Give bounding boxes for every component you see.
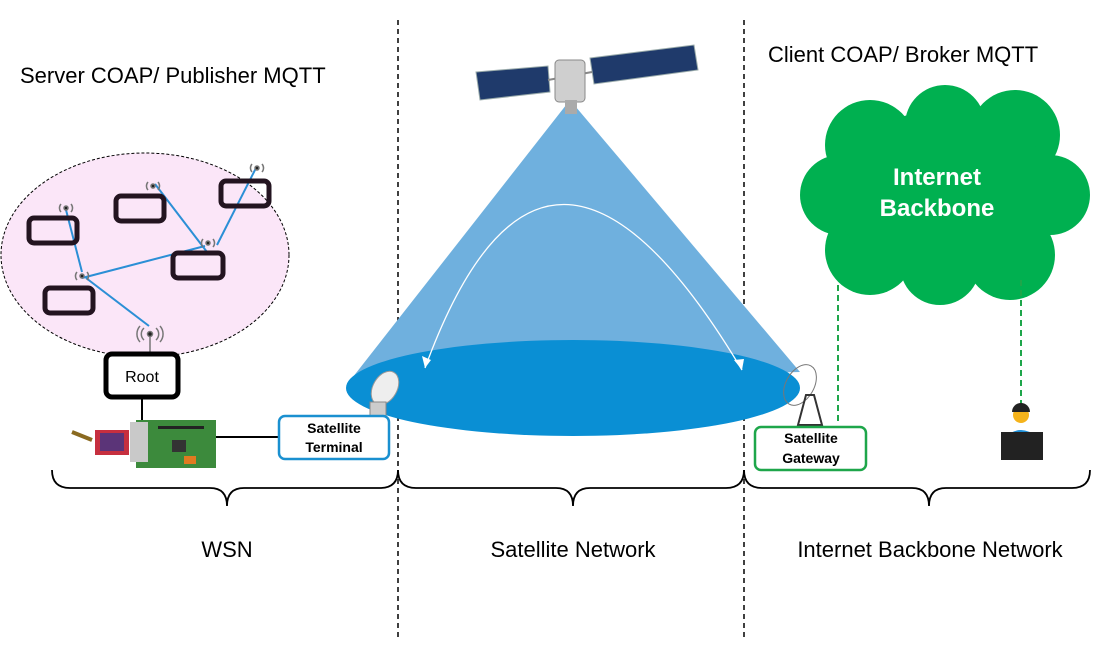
sensor-nodes [26, 178, 272, 316]
section-braces [51, 469, 1091, 507]
signal-path-arrow [424, 204, 743, 371]
satellite-gateway-label: Satellite [784, 430, 838, 446]
sensor-node [42, 285, 96, 316]
satellite-gateway-label-2: Gateway [782, 450, 840, 466]
satellite-terminal-dish-icon [369, 370, 400, 417]
cloud-label: Internet [893, 164, 981, 191]
cloud-label-2: Backbone [880, 195, 995, 222]
internet-footer: Internet Backbone Network [797, 537, 1063, 562]
satellite-terminal-box [277, 414, 391, 461]
internet-cloud [800, 85, 1090, 305]
wsn-area [0, 152, 290, 358]
root-label: Root [125, 369, 159, 386]
satellite-icon [475, 44, 699, 114]
sensor-node [170, 250, 226, 281]
satellite-footer: Satellite Network [490, 537, 656, 562]
satellite-terminal-label: Satellite [307, 420, 361, 436]
user-laptop-icon [1001, 403, 1043, 460]
antenna-icons [58, 163, 265, 352]
sensor-node [26, 215, 80, 246]
satellite-terminal-label-2: Terminal [305, 439, 362, 455]
sensor-node [218, 178, 272, 209]
wsn-header: Server COAP/ Publisher MQTT [20, 63, 326, 88]
raspberry-pi-icon [71, 420, 216, 468]
sensor-node [113, 193, 167, 224]
wsn-footer: WSN [201, 537, 252, 562]
satellite-gateway-dish-icon [783, 364, 824, 426]
satellite-footprint [346, 340, 800, 436]
satellite-gateway-box [753, 425, 868, 472]
satellite-beam [349, 100, 800, 382]
internet-header: Client COAP/ Broker MQTT [768, 42, 1038, 67]
